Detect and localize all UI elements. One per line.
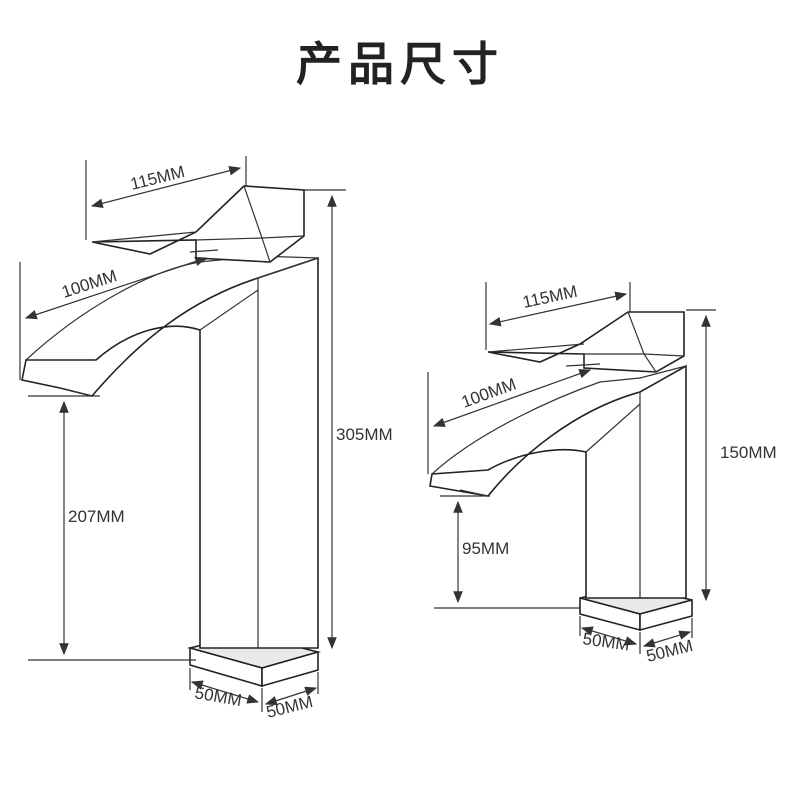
tall-base-width-label: 50MM — [193, 683, 243, 710]
short-faucet: 115MM 100MM 150MM 95MM 50 — [427, 282, 777, 666]
short-spout-height-dimension: 95MM — [434, 495, 580, 609]
short-faucet-handle — [487, 311, 685, 373]
short-base-width-label: 50MM — [581, 629, 630, 654]
tall-faucet-body — [21, 247, 319, 649]
tall-faucet-handle — [91, 185, 305, 263]
tall-total-height-label: 305MM — [336, 425, 393, 444]
short-base-depth-label: 50MM — [644, 636, 694, 666]
short-total-height-dimension: 150MM — [686, 309, 777, 602]
short-spout-height-label: 95MM — [462, 539, 509, 558]
tall-base-depth-label: 50MM — [264, 692, 314, 722]
short-total-height-label: 150MM — [720, 443, 777, 462]
tall-faucet: 115MM 100MM 305MM 207MM 5 — [19, 156, 393, 722]
tall-spout-height-label: 207MM — [68, 507, 125, 526]
page-title: 产品尺寸 — [296, 37, 504, 91]
tall-total-height-dimension: 305MM — [300, 189, 393, 650]
short-handle-length-label: 115MM — [521, 282, 579, 312]
tall-spout-height-dimension: 207MM — [28, 395, 196, 661]
